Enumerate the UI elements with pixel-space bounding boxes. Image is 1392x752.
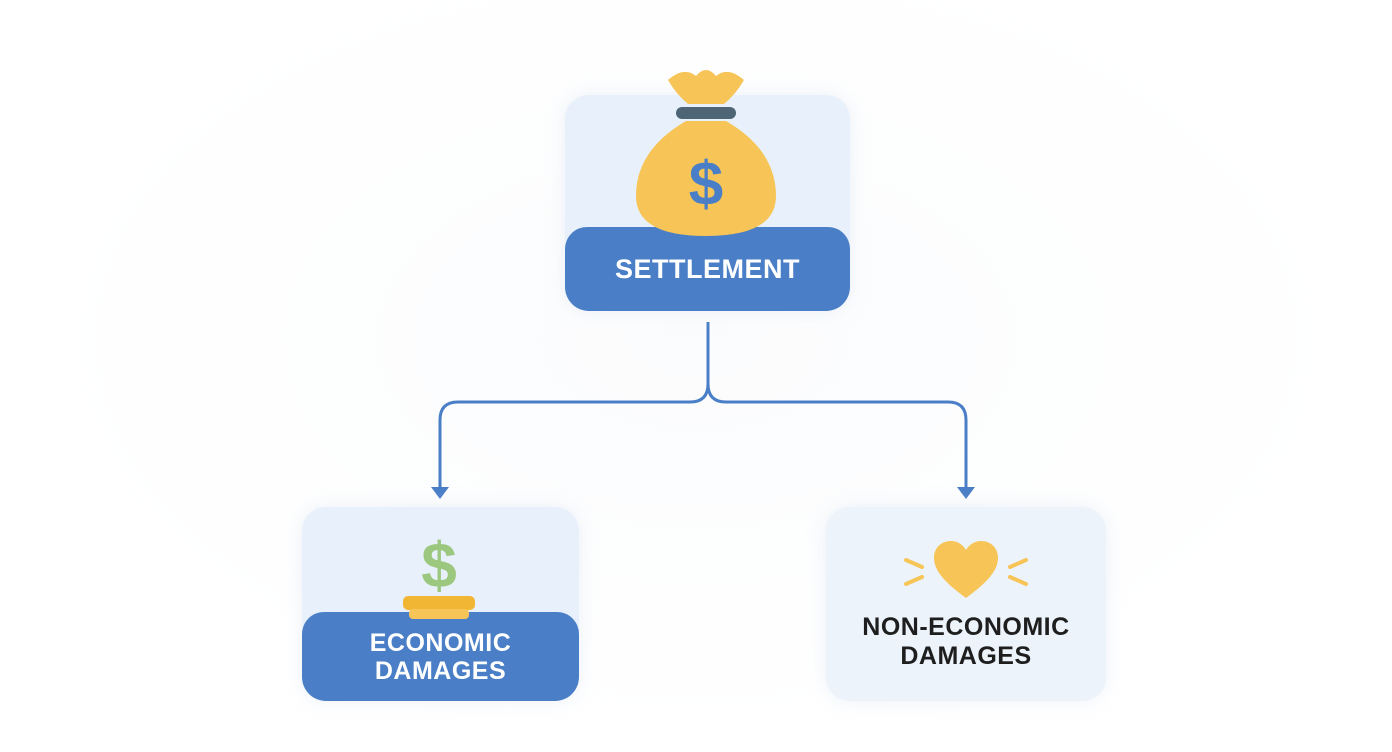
arrowhead-economic bbox=[431, 487, 449, 499]
settlement-band: SETTLEMENT bbox=[565, 227, 850, 311]
arrowhead-noneconomic bbox=[957, 487, 975, 499]
connector-to-economic bbox=[438, 322, 710, 490]
non-economic-damages-label: NON-ECONOMIC DAMAGES bbox=[826, 613, 1106, 671]
economic-band: ECONOMIC DAMAGES bbox=[302, 612, 579, 701]
economic-damages-label: ECONOMIC DAMAGES bbox=[369, 628, 512, 685]
non-economic-damages-node: NON-ECONOMIC DAMAGES bbox=[826, 507, 1106, 701]
non-economic-damages-text: NON-ECONOMIC DAMAGES bbox=[862, 613, 1070, 670]
connector-to-noneconomic bbox=[706, 383, 968, 490]
settlement-node: SETTLEMENT bbox=[565, 95, 850, 311]
settlement-label: SETTLEMENT bbox=[615, 253, 800, 284]
economic-damages-node: ECONOMIC DAMAGES bbox=[302, 507, 579, 701]
